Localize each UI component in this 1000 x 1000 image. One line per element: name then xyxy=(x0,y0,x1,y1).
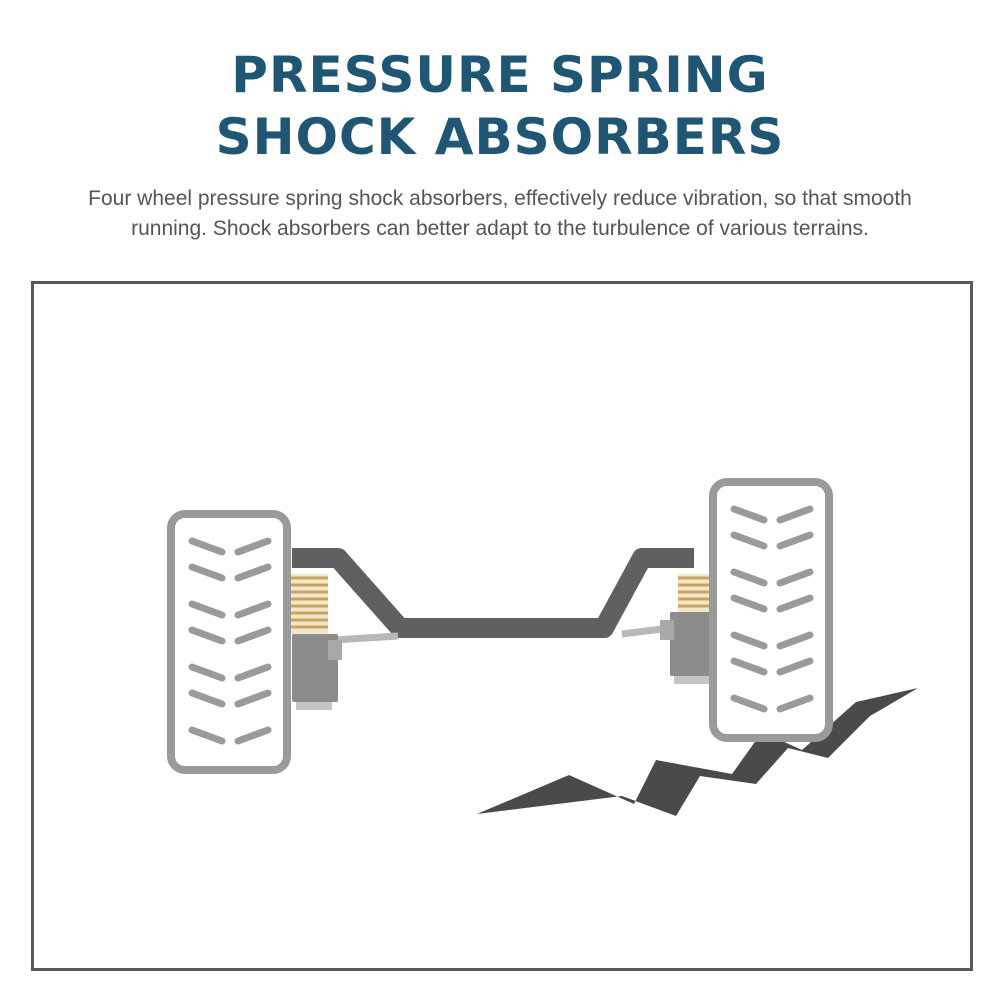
page-title: PRESSURE SPRING SHOCK ABSORBERS xyxy=(0,44,1000,168)
description-line-1: Four wheel pressure spring shock absorbe… xyxy=(88,187,912,210)
damper-icon xyxy=(292,634,342,710)
spring-icon xyxy=(678,574,712,612)
illustration-frame xyxy=(31,281,973,971)
title-line-2: SHOCK ABSORBERS xyxy=(215,108,785,166)
wheel-icon xyxy=(167,510,291,774)
left-link xyxy=(333,632,399,644)
damper-icon xyxy=(660,612,716,684)
spring-icon xyxy=(291,574,328,634)
axle-icon xyxy=(292,548,694,638)
title-line-1: PRESSURE SPRING xyxy=(231,46,769,104)
wheel-icon xyxy=(709,478,833,742)
terrain-crack-icon xyxy=(477,688,918,816)
suspension-illustration xyxy=(167,478,918,816)
description-line-2: running. Shock absorbers can better adap… xyxy=(131,217,869,240)
description: Four wheel pressure spring shock absorbe… xyxy=(40,184,960,244)
